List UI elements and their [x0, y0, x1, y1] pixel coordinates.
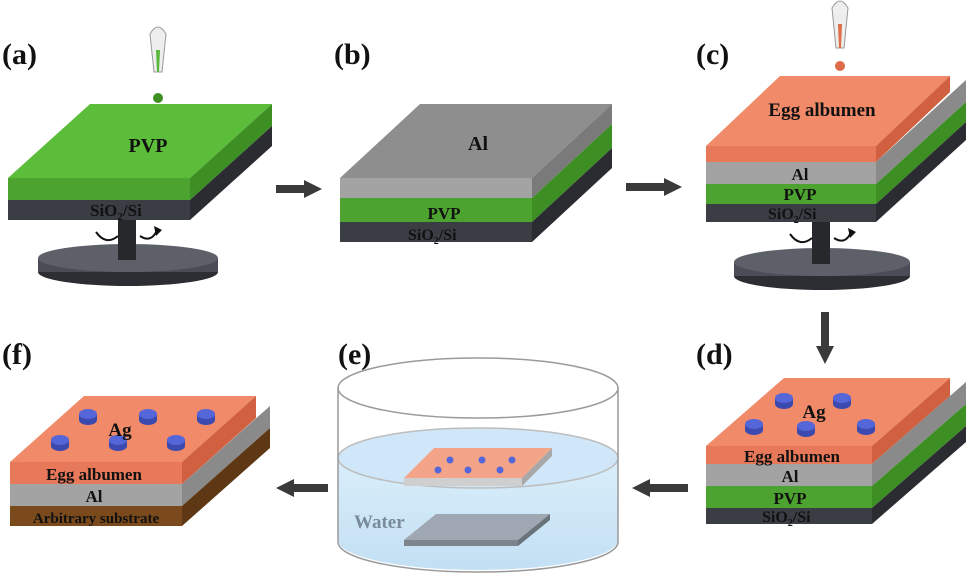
- water-label: Water: [354, 512, 405, 533]
- ag-dot: [775, 393, 793, 409]
- panel-d-label: (d): [696, 338, 733, 371]
- panel-c-label: (c): [696, 38, 729, 71]
- spin-coater: [734, 218, 910, 290]
- ag-dot: [139, 409, 157, 425]
- layer-f-ag: Ag: [108, 420, 132, 441]
- layer-c-al: Al: [792, 165, 809, 184]
- ag-dots-e: [434, 456, 516, 474]
- layer-d-sio2: SiO2/Si: [762, 509, 811, 529]
- ag-dot: [79, 409, 97, 425]
- pipette-icon: [149, 26, 167, 103]
- layer-d-pvp: PVP: [773, 489, 806, 508]
- layer-b-sio2: SiO2/Si: [408, 227, 457, 247]
- layer-b-al: Al: [468, 133, 488, 155]
- panel-b: (b) Al PVP SiO2/Si: [334, 38, 612, 247]
- layer-d-albumen: Egg albumen: [744, 447, 840, 466]
- stack-f: [10, 396, 270, 526]
- layer-c-albumen: Egg albumen: [768, 100, 876, 121]
- rotate-arrow-left-icon: [95, 231, 119, 242]
- layer-f-substrate: Arbitrary substrate: [33, 511, 160, 527]
- stack-a: [8, 104, 272, 220]
- ag-dot: [197, 409, 215, 425]
- layer-d-al: Al: [782, 467, 799, 486]
- pipette-icon: [831, 0, 849, 71]
- rotate-arrow-left-icon: [789, 233, 813, 244]
- beaker: [337, 357, 619, 573]
- panel-f-label: (f): [2, 338, 32, 371]
- panel-e: (e) Wa: [337, 338, 619, 573]
- panel-a: (a) PVP SiO2/Si: [2, 26, 272, 286]
- layer-f-albumen: Egg albumen: [46, 465, 142, 484]
- panel-d: (d) Ag Egg albumen Al PVP SiO2/Si: [696, 338, 966, 529]
- panel-f: (f) Ag Egg albumen Al Arbitrary substrat…: [2, 338, 270, 527]
- layer-f-al: Al: [86, 487, 103, 506]
- layer-d-ag: Ag: [802, 402, 826, 423]
- layer-c-sio2: SiO2/Si: [768, 206, 817, 226]
- layer-a-sio2: SiO2/Si: [90, 201, 142, 223]
- arrow-e-to-f-icon: [276, 479, 328, 497]
- ag-dot: [167, 435, 185, 451]
- panel-c: (c) Egg albumen Al: [696, 0, 966, 290]
- ag-dots-f: [51, 409, 215, 451]
- layer-c-pvp: PVP: [783, 185, 816, 204]
- panel-e-label: (e): [338, 338, 371, 371]
- layer-b-pvp: PVP: [427, 204, 460, 223]
- spin-coater: [38, 212, 218, 286]
- stack-d: [706, 378, 966, 524]
- ag-dot: [109, 435, 127, 451]
- panel-b-label: (b): [334, 38, 371, 71]
- ag-dot: [857, 419, 875, 435]
- ag-dot: [51, 435, 69, 451]
- stack-b: [340, 104, 612, 242]
- panel-a-label: (a): [2, 38, 37, 71]
- arrow-a-to-b-icon: [276, 180, 322, 198]
- arrow-c-to-d-icon: [816, 312, 834, 364]
- ag-dot: [745, 419, 763, 435]
- stack-c: [706, 76, 966, 222]
- ag-dots-d: [745, 393, 875, 437]
- ag-dot: [797, 421, 815, 437]
- arrow-d-to-e-icon: [632, 479, 688, 497]
- arrow-b-to-c-icon: [626, 178, 682, 196]
- ag-dot: [833, 393, 851, 409]
- layer-a-pvp: PVP: [129, 135, 168, 157]
